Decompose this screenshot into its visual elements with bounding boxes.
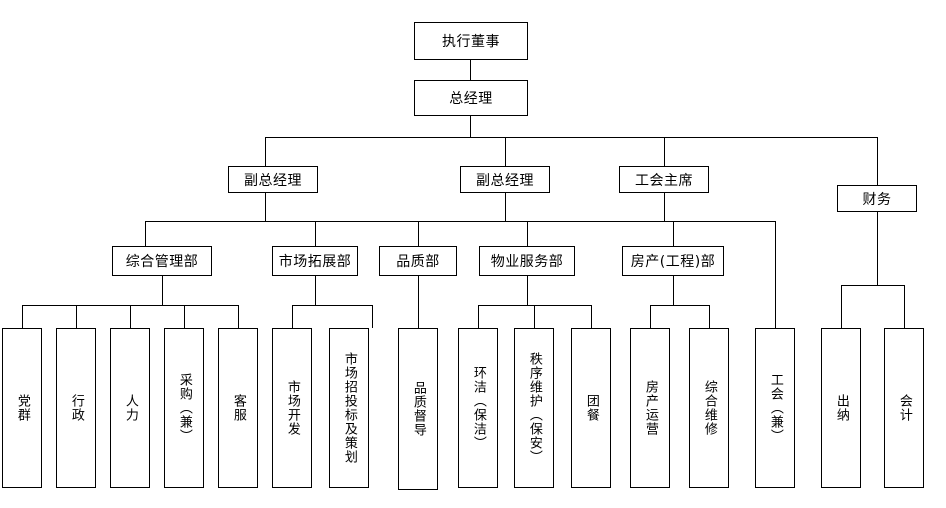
node-label: 品质部 bbox=[396, 254, 440, 270]
node-label: 执行董事 bbox=[442, 34, 500, 50]
node-label: 市场开发 bbox=[284, 380, 300, 436]
connector-to-cleaning bbox=[478, 305, 479, 328]
node-label: 房产(工程)部 bbox=[630, 254, 716, 270]
leaf-bidding-planning[interactable]: 市场招投标及策划 bbox=[329, 328, 369, 488]
connector-bus-to-realestate-eng bbox=[673, 221, 674, 246]
node-dept-property-service[interactable]: 物业服务部 bbox=[479, 246, 575, 276]
node-label: 综合管理部 bbox=[125, 254, 199, 270]
connector-deputy-gm-1-drop bbox=[265, 193, 266, 221]
connector-bus-to-general-admin bbox=[145, 221, 146, 246]
node-label: 品质督导 bbox=[410, 381, 426, 437]
node-dept-realestate-eng[interactable]: 房产(工程)部 bbox=[622, 246, 724, 276]
connector-general-admin-drop bbox=[162, 276, 163, 305]
node-finance[interactable]: 财务 bbox=[837, 185, 917, 212]
node-label: 采购（兼） bbox=[176, 373, 192, 443]
node-label: 客服 bbox=[230, 394, 246, 422]
connector-bus-to-deputy-gm-2 bbox=[505, 137, 506, 166]
node-label: 副总经理 bbox=[476, 172, 534, 189]
node-union-chairman[interactable]: 工会主席 bbox=[619, 166, 709, 193]
leaf-market-development[interactable]: 市场开发 bbox=[272, 328, 312, 488]
node-label: 总经理 bbox=[449, 91, 493, 107]
connector-to-party-mass bbox=[22, 305, 23, 328]
connector-bus-to-deputy-gm-1 bbox=[265, 137, 266, 166]
connector-finance-drop bbox=[877, 212, 878, 285]
leaf-property-ops[interactable]: 房产运营 bbox=[630, 328, 670, 488]
node-label: 副总经理 bbox=[244, 172, 302, 189]
connector-to-accountant bbox=[904, 285, 905, 328]
connector-to-cashier bbox=[841, 285, 842, 328]
node-label: 环洁（保洁） bbox=[470, 366, 486, 450]
bus-finance-children bbox=[841, 285, 904, 286]
connector-to-general-repair bbox=[709, 305, 710, 328]
node-deputy-gm-1[interactable]: 副总经理 bbox=[228, 166, 318, 193]
connector-gm-drop bbox=[470, 116, 471, 137]
node-deputy-gm-2[interactable]: 副总经理 bbox=[460, 166, 550, 193]
connector-bus-to-property-service bbox=[527, 221, 528, 246]
leaf-general-repair[interactable]: 综合维修 bbox=[689, 328, 729, 488]
connector-to-administration bbox=[76, 305, 77, 328]
connector-to-market-development bbox=[292, 305, 293, 328]
leaf-accountant[interactable]: 会计 bbox=[884, 328, 924, 488]
connector-union-chairman-drop bbox=[664, 193, 665, 221]
bus-realestate-eng-children bbox=[650, 305, 709, 306]
connector-market-dev-drop bbox=[315, 276, 316, 305]
leaf-customer-service[interactable]: 客服 bbox=[218, 328, 258, 488]
connector-property-service-drop bbox=[527, 276, 528, 305]
connector-to-quality-supervise bbox=[418, 276, 419, 328]
node-executive-director[interactable]: 执行董事 bbox=[414, 22, 528, 60]
node-label: 物业服务部 bbox=[490, 254, 564, 270]
leaf-administration[interactable]: 行政 bbox=[56, 328, 96, 488]
node-label: 团餐 bbox=[583, 394, 599, 422]
connector-bus-to-finance bbox=[877, 137, 878, 185]
connector-to-bidding-planning bbox=[372, 305, 373, 328]
connector-to-property-ops bbox=[650, 305, 651, 328]
connector-bus-to-quality bbox=[418, 221, 419, 246]
leaf-cashier[interactable]: 出纳 bbox=[821, 328, 861, 488]
leaf-union[interactable]: 工会（兼） bbox=[755, 328, 795, 488]
bus-departments bbox=[145, 221, 776, 222]
leaf-cleaning[interactable]: 环洁（保洁） bbox=[458, 328, 498, 488]
bus-level3 bbox=[265, 137, 878, 138]
connector-to-order-security bbox=[534, 305, 535, 328]
connector-realestate-eng-drop bbox=[673, 276, 674, 305]
node-label: 出纳 bbox=[833, 394, 849, 422]
node-label: 房产运营 bbox=[642, 380, 658, 436]
node-label: 市场拓展部 bbox=[278, 254, 352, 270]
leaf-party-mass[interactable]: 党群 bbox=[2, 328, 42, 488]
node-general-manager[interactable]: 总经理 bbox=[414, 80, 528, 116]
node-label: 市场招投标及策划 bbox=[341, 352, 357, 464]
connector-to-procurement bbox=[184, 305, 185, 328]
node-label: 财务 bbox=[862, 191, 892, 208]
connector-to-group-meal bbox=[591, 305, 592, 328]
node-dept-quality[interactable]: 品质部 bbox=[379, 246, 457, 276]
connector-bus-to-union-chairman bbox=[664, 137, 665, 166]
node-label: 会计 bbox=[896, 394, 912, 422]
node-dept-market-dev[interactable]: 市场拓展部 bbox=[272, 246, 358, 276]
leaf-human-resources[interactable]: 人力 bbox=[110, 328, 150, 488]
bus-market-dev-children bbox=[292, 305, 372, 306]
leaf-order-security[interactable]: 秩序维护（保安） bbox=[514, 328, 554, 488]
node-label: 秩序维护（保安） bbox=[526, 352, 542, 464]
connector-ed-to-gm bbox=[470, 60, 471, 80]
node-label: 工会（兼） bbox=[767, 373, 783, 443]
node-label: 行政 bbox=[68, 394, 84, 422]
leaf-group-meal[interactable]: 团餐 bbox=[571, 328, 611, 488]
connector-to-customer-service bbox=[238, 305, 239, 328]
connector-bus-to-market-dev bbox=[315, 221, 316, 246]
node-dept-general-admin[interactable]: 综合管理部 bbox=[112, 246, 212, 276]
leaf-procurement[interactable]: 采购（兼） bbox=[164, 328, 204, 488]
connector-bus-to-union-leaf bbox=[775, 221, 776, 328]
leaf-quality-supervise[interactable]: 品质督导 bbox=[398, 328, 438, 490]
node-label: 工会主席 bbox=[635, 172, 693, 189]
node-label: 综合维修 bbox=[701, 380, 717, 436]
node-label: 人力 bbox=[122, 394, 138, 422]
node-label: 党群 bbox=[14, 394, 30, 422]
connector-to-human-resources bbox=[130, 305, 131, 328]
connector-deputy-gm-2-drop bbox=[505, 193, 506, 221]
